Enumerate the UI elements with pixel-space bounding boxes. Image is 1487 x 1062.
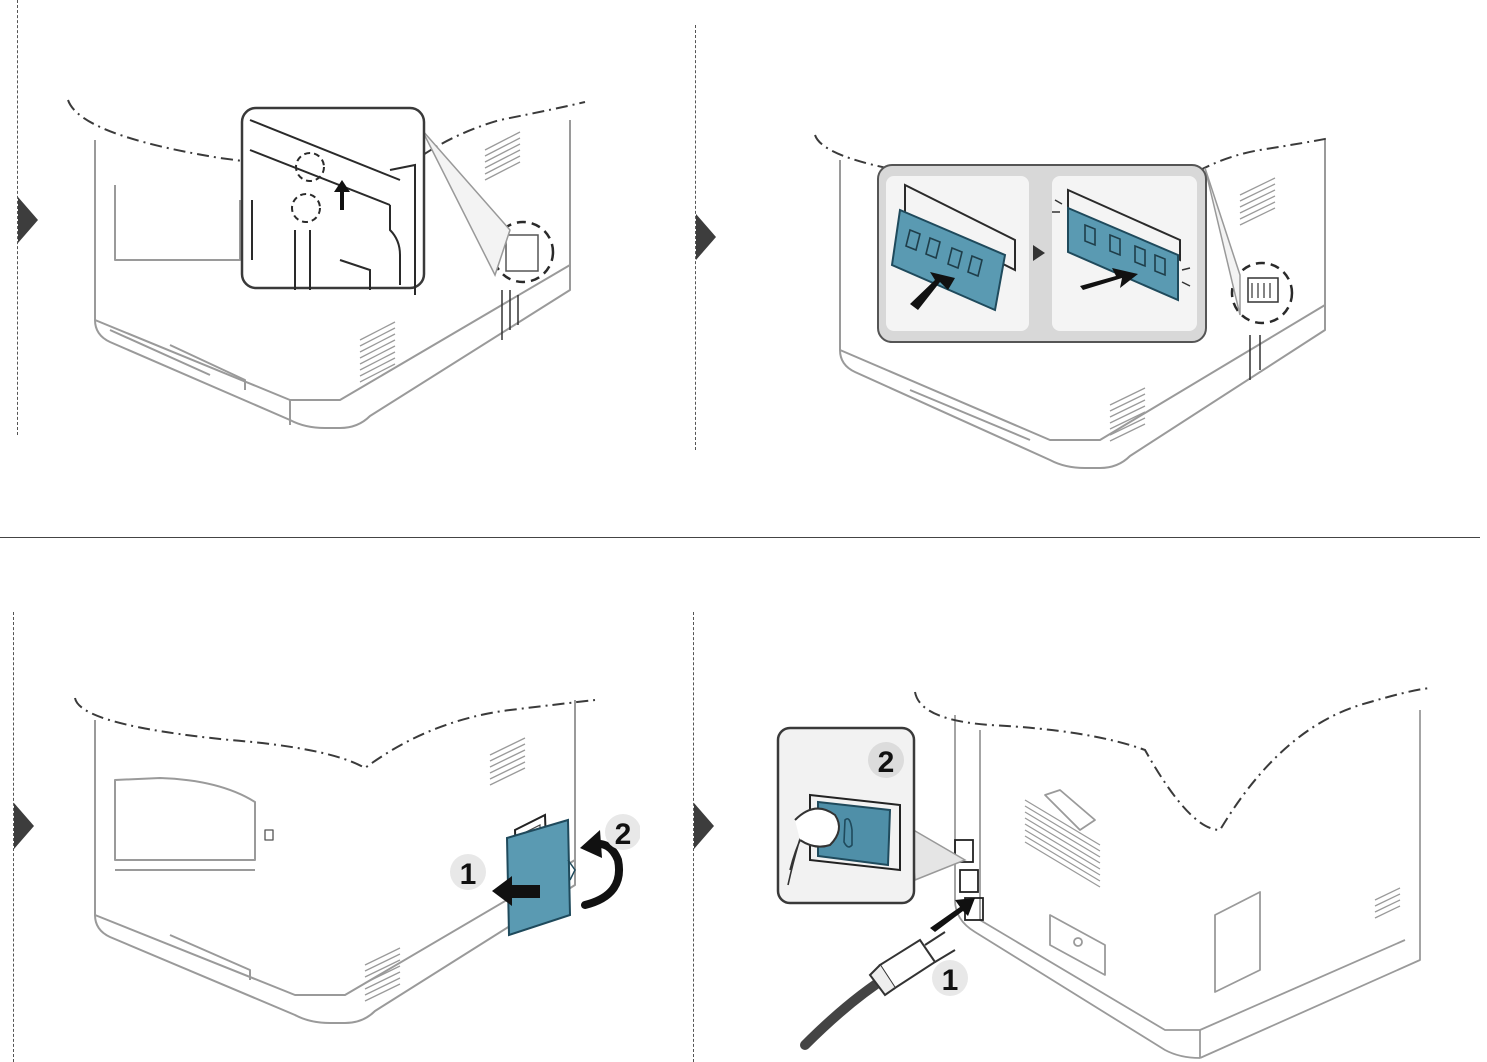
panel-power-on: 2 1 (776, 687, 1431, 1059)
number-badge-icon: 1 (450, 854, 486, 891)
number-badge-icon: 1 (932, 960, 968, 997)
divider-left-bottom (13, 612, 14, 1062)
panel-close-cover: 1 2 (74, 697, 640, 1024)
badge-label-2: 2 (878, 746, 895, 779)
step-arrow-icon (696, 214, 716, 260)
number-badge-icon: 2 (868, 742, 904, 779)
step-arrow-icon (14, 803, 34, 849)
badge-label-1: 1 (942, 964, 959, 997)
step-arrow-icon (694, 803, 714, 849)
step-arrow-icon (18, 197, 38, 243)
panel-insert-memory (814, 134, 1331, 469)
number-badge-icon: 2 (605, 814, 640, 851)
panel-remove-cover (67, 99, 586, 429)
section-separator (0, 537, 1480, 538)
badge-label-1: 1 (460, 858, 477, 891)
divider-middle-top (695, 25, 696, 450)
divider-middle-bottom (693, 612, 694, 1062)
divider-left-top (17, 0, 18, 435)
badge-label-2: 2 (615, 818, 632, 851)
